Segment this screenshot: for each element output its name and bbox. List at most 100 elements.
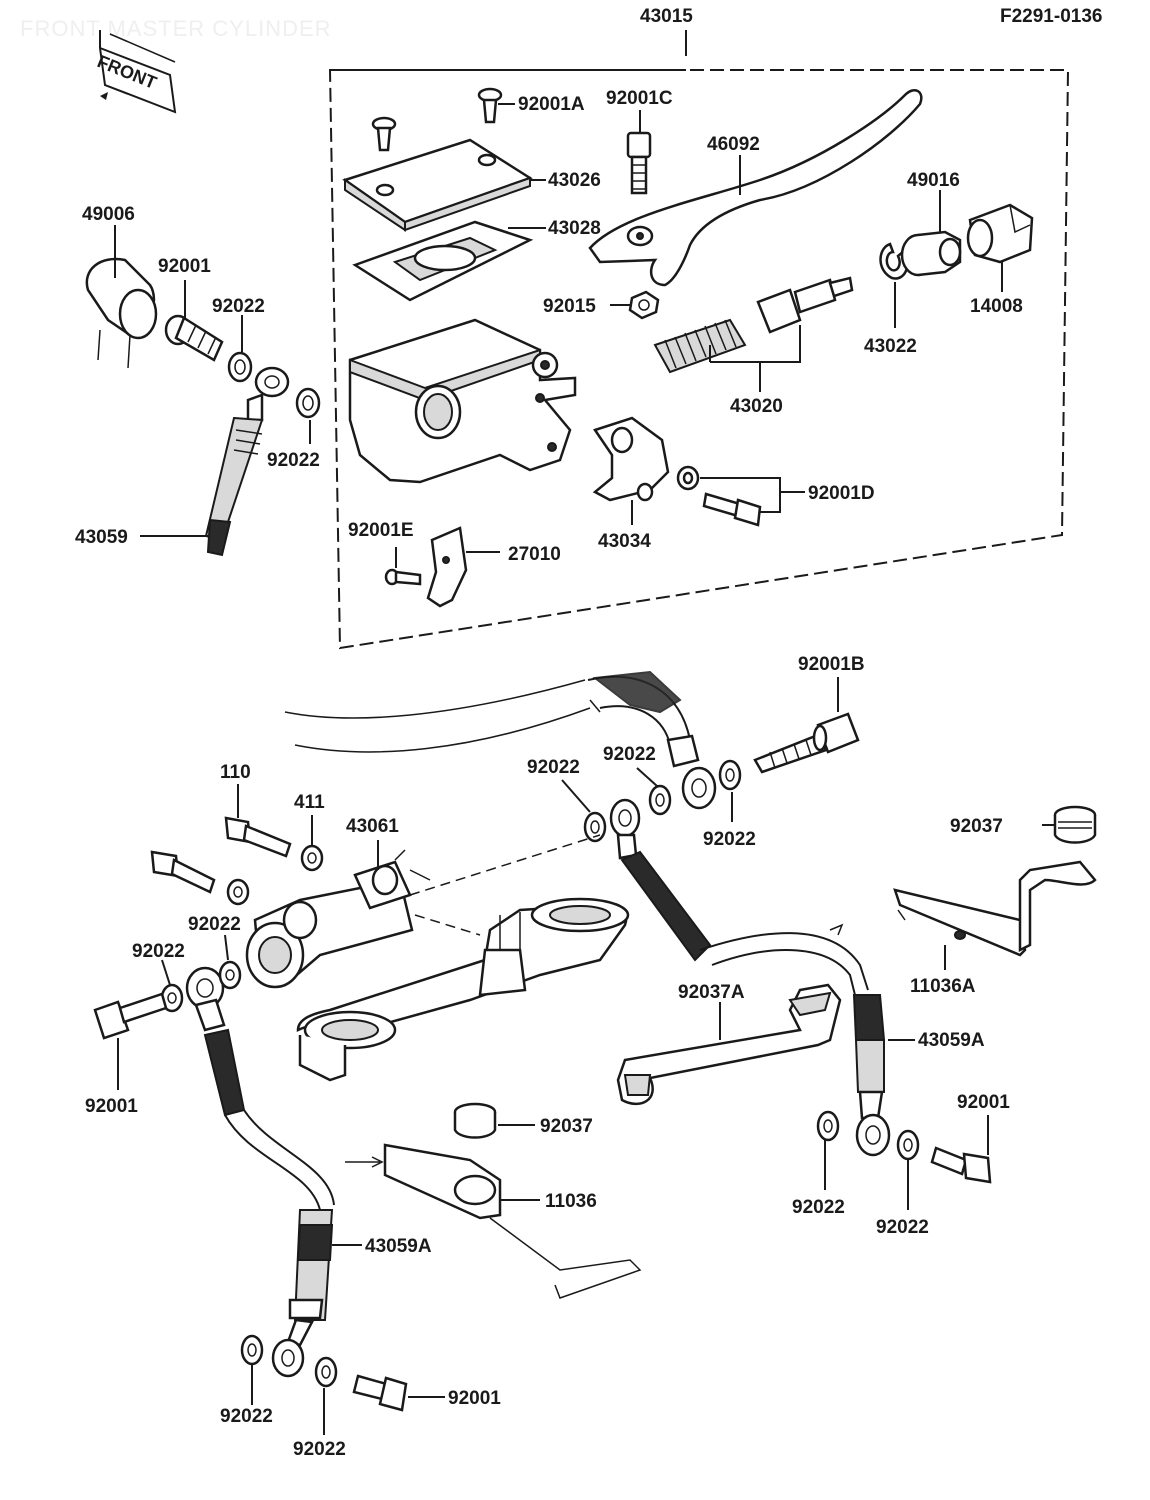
label-92037A: 92037A (678, 982, 745, 1003)
label-92037-mid: 92037 (540, 1116, 593, 1137)
label-46092: 46092 (707, 134, 760, 155)
label-27010: 27010 (508, 544, 561, 565)
grommet-92037-mid-icon (453, 1102, 497, 1139)
washer-92022-k-icon (314, 1356, 338, 1388)
washer-92022-g-icon (218, 960, 242, 990)
nut-92015-icon (628, 290, 660, 320)
label-92022-a: 92022 (212, 296, 265, 317)
label-43059A-right: 43059A (918, 1030, 985, 1051)
washer-92022-j-icon (240, 1334, 264, 1366)
bolt-110-icon (224, 816, 292, 858)
assembly-number: 43015 (640, 6, 693, 27)
bolt-92001-left-icon (93, 992, 168, 1040)
washer-92022-l-icon (896, 1129, 920, 1161)
label-92001E: 92001E (348, 520, 414, 541)
label-411: 411 (294, 792, 325, 813)
spring-43020-icon (653, 318, 747, 374)
label-43034: 43034 (598, 531, 651, 552)
hose-middle-icon (609, 798, 869, 996)
label-43022: 43022 (864, 336, 917, 357)
pivot-49016-icon (900, 230, 962, 277)
label-14008: 14008 (970, 296, 1023, 317)
leader-lines (114, 103, 1055, 1435)
washer-92022-f-icon (226, 878, 250, 906)
hose-43059-icon (204, 366, 290, 557)
bolt-left-upper-icon (150, 850, 216, 894)
label-43020: 43020 (730, 396, 783, 417)
label-92022-k: 92022 (293, 1439, 346, 1460)
screw-92001E-icon (384, 568, 422, 586)
screw-92001A-icon (477, 87, 503, 124)
label-92022-c: 92022 (527, 757, 580, 778)
figure-code: F2291-0136 (1000, 6, 1102, 27)
label-92001D: 92001D (808, 483, 875, 504)
label-92001-top: 92001 (158, 256, 211, 277)
reservoir-cap-43026-icon (342, 138, 533, 232)
label-92001-bottom: 92001 (448, 1388, 501, 1409)
label-92022-h: 92022 (792, 1197, 845, 1218)
grommet-92037-top-icon (1053, 805, 1097, 844)
hose-43059A-right-icon (852, 994, 891, 1157)
label-92001-right: 92001 (957, 1092, 1010, 1113)
bolt-92001-bottom-icon (352, 1374, 408, 1412)
joint-43061-icon (245, 849, 431, 989)
washer-upper-a-icon (227, 351, 253, 383)
screw-reservoir-icon (371, 116, 397, 152)
label-92001C: 92001C (606, 88, 673, 109)
label-92022-g: 92022 (132, 941, 185, 962)
brake-switch-27010-icon (426, 526, 468, 608)
bolt-92001D-icon (702, 492, 762, 527)
label-43026: 43026 (548, 170, 601, 191)
label-110: 110 (220, 762, 251, 783)
label-92001A: 92001A (518, 94, 585, 115)
hose-upper-right-icon (587, 670, 717, 810)
assembly-boundary (328, 30, 1070, 650)
bracket-11036A-icon (893, 860, 1097, 957)
label-92022-d: 92022 (603, 744, 656, 765)
label-92022-e: 92022 (703, 829, 756, 850)
washer-92022-e-icon (718, 759, 742, 791)
label-92022-i: 92022 (876, 1217, 929, 1238)
triple-clamp-icon (296, 897, 630, 1082)
label-43061: 43061 (346, 816, 399, 837)
brake-lever-46092-icon (588, 89, 923, 287)
ghost-title: FRONT MASTER CYLINDER (20, 16, 332, 41)
handlebar-outline (284, 679, 601, 753)
label-43059A-left: 43059A (365, 1236, 432, 1257)
label-11036: 11036 (545, 1191, 597, 1212)
label-92001-left: 92001 (85, 1096, 138, 1117)
label-49016: 49016 (907, 170, 960, 191)
hose-43059A-left-icon (271, 1209, 334, 1378)
piston-43020-icon (756, 276, 854, 334)
label-92015: 92015 (543, 296, 596, 317)
front-arrow-icon: FRONT (95, 30, 177, 114)
hose-lower-left-icon (185, 966, 384, 1211)
label-43059: 43059 (75, 527, 128, 548)
label-49006: 49006 (82, 204, 135, 225)
bolt-92001-right-icon (930, 1146, 992, 1184)
bracket-11036-icon (383, 1143, 642, 1299)
bolt-92001B-icon (753, 712, 860, 774)
label-92001B: 92001B (798, 654, 865, 675)
label-92022-f: 92022 (188, 914, 241, 935)
master-cylinder-body-icon (348, 318, 577, 484)
diaphragm-43028-icon (352, 220, 534, 302)
clamp-43034-icon (592, 416, 670, 502)
washer-upper-b-icon (295, 387, 321, 419)
label-43028: 43028 (548, 218, 601, 239)
washer-92022-i-icon (816, 1110, 840, 1142)
pivot-bolt-92001C-icon (626, 131, 652, 195)
washer-411-icon (300, 844, 324, 872)
part-labels: 92001A 92001C 43026 46092 43028 49016 49… (75, 88, 1023, 1460)
label-11036A: 11036A (910, 976, 976, 997)
banjo-bolt-upper-icon (164, 314, 224, 362)
washer-92022-c-icon (583, 811, 607, 843)
washer-92001D-icon (676, 465, 700, 491)
washer-92022-d-icon (648, 784, 672, 816)
clip-43022-icon (879, 242, 910, 280)
label-92037-top: 92037 (950, 816, 1003, 837)
label-92022-j: 92022 (220, 1406, 273, 1427)
clamp-92037A-icon (616, 983, 842, 1106)
cap-49006-icon (85, 257, 158, 369)
